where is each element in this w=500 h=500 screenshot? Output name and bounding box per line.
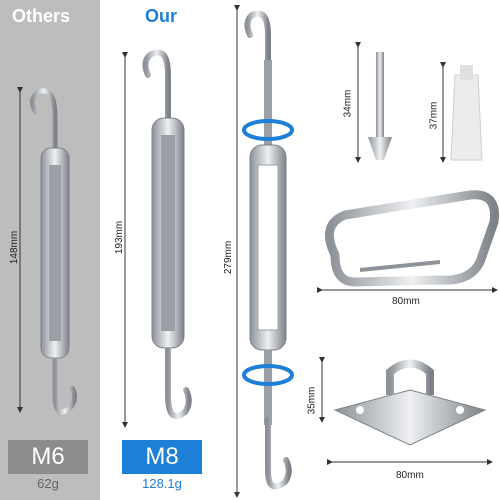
pad-eye-plate	[319, 357, 493, 465]
others-heading: Others	[12, 6, 71, 26]
anchor-length-label: 37mm	[428, 101, 440, 130]
our-thread	[161, 135, 175, 331]
long-body-window	[257, 164, 279, 331]
screw	[355, 42, 392, 163]
pad-eye-width-label: 80mm	[396, 470, 424, 481]
pad-eye-hole-right	[456, 406, 464, 414]
pad-eye-base	[333, 389, 487, 446]
carabiner-gate	[359, 260, 441, 272]
others-thread	[49, 165, 61, 341]
others-weight: 62g	[37, 476, 59, 491]
long-top-thread	[264, 60, 272, 155]
carabiner	[317, 190, 499, 293]
our-size-badge: M8	[122, 440, 202, 474]
wall-anchor	[440, 62, 483, 163]
our-length-label: 193mm	[114, 220, 126, 255]
others-bottom-hook	[52, 357, 78, 415]
anchor-tip	[460, 65, 473, 80]
our-turnbuckle	[122, 49, 192, 428]
others-top-hook	[30, 88, 58, 153]
our-weight: 128.1g	[142, 476, 182, 491]
pad-eye-hole-left	[356, 406, 364, 414]
screw-head	[368, 137, 392, 160]
long-length-label: 279mm	[223, 240, 235, 275]
long-bottom-hook	[265, 417, 292, 490]
carabiner-frame	[324, 190, 499, 287]
our-top-hook	[142, 49, 171, 121]
others-turnbuckle	[17, 87, 78, 415]
carabiner-width-label: 80mm	[392, 296, 420, 307]
screw-shaft	[376, 52, 384, 137]
others-length-label: 148mm	[9, 230, 21, 265]
pad-eye-loop	[386, 359, 434, 395]
pad-eye-height-label: 35mm	[306, 386, 318, 415]
long-top-hook	[244, 10, 271, 103]
long-turnbuckle	[234, 5, 294, 498]
our-heading: Our	[145, 6, 178, 26]
rotate-arrow-top-icon	[242, 119, 294, 141]
others-size-badge: M6	[8, 440, 88, 474]
screw-length-label: 34mm	[342, 89, 354, 118]
our-bottom-hook	[165, 347, 192, 419]
long-bottom-thread	[264, 350, 272, 425]
rotate-arrow-bottom-icon	[242, 364, 294, 386]
anchor-body	[450, 74, 483, 161]
